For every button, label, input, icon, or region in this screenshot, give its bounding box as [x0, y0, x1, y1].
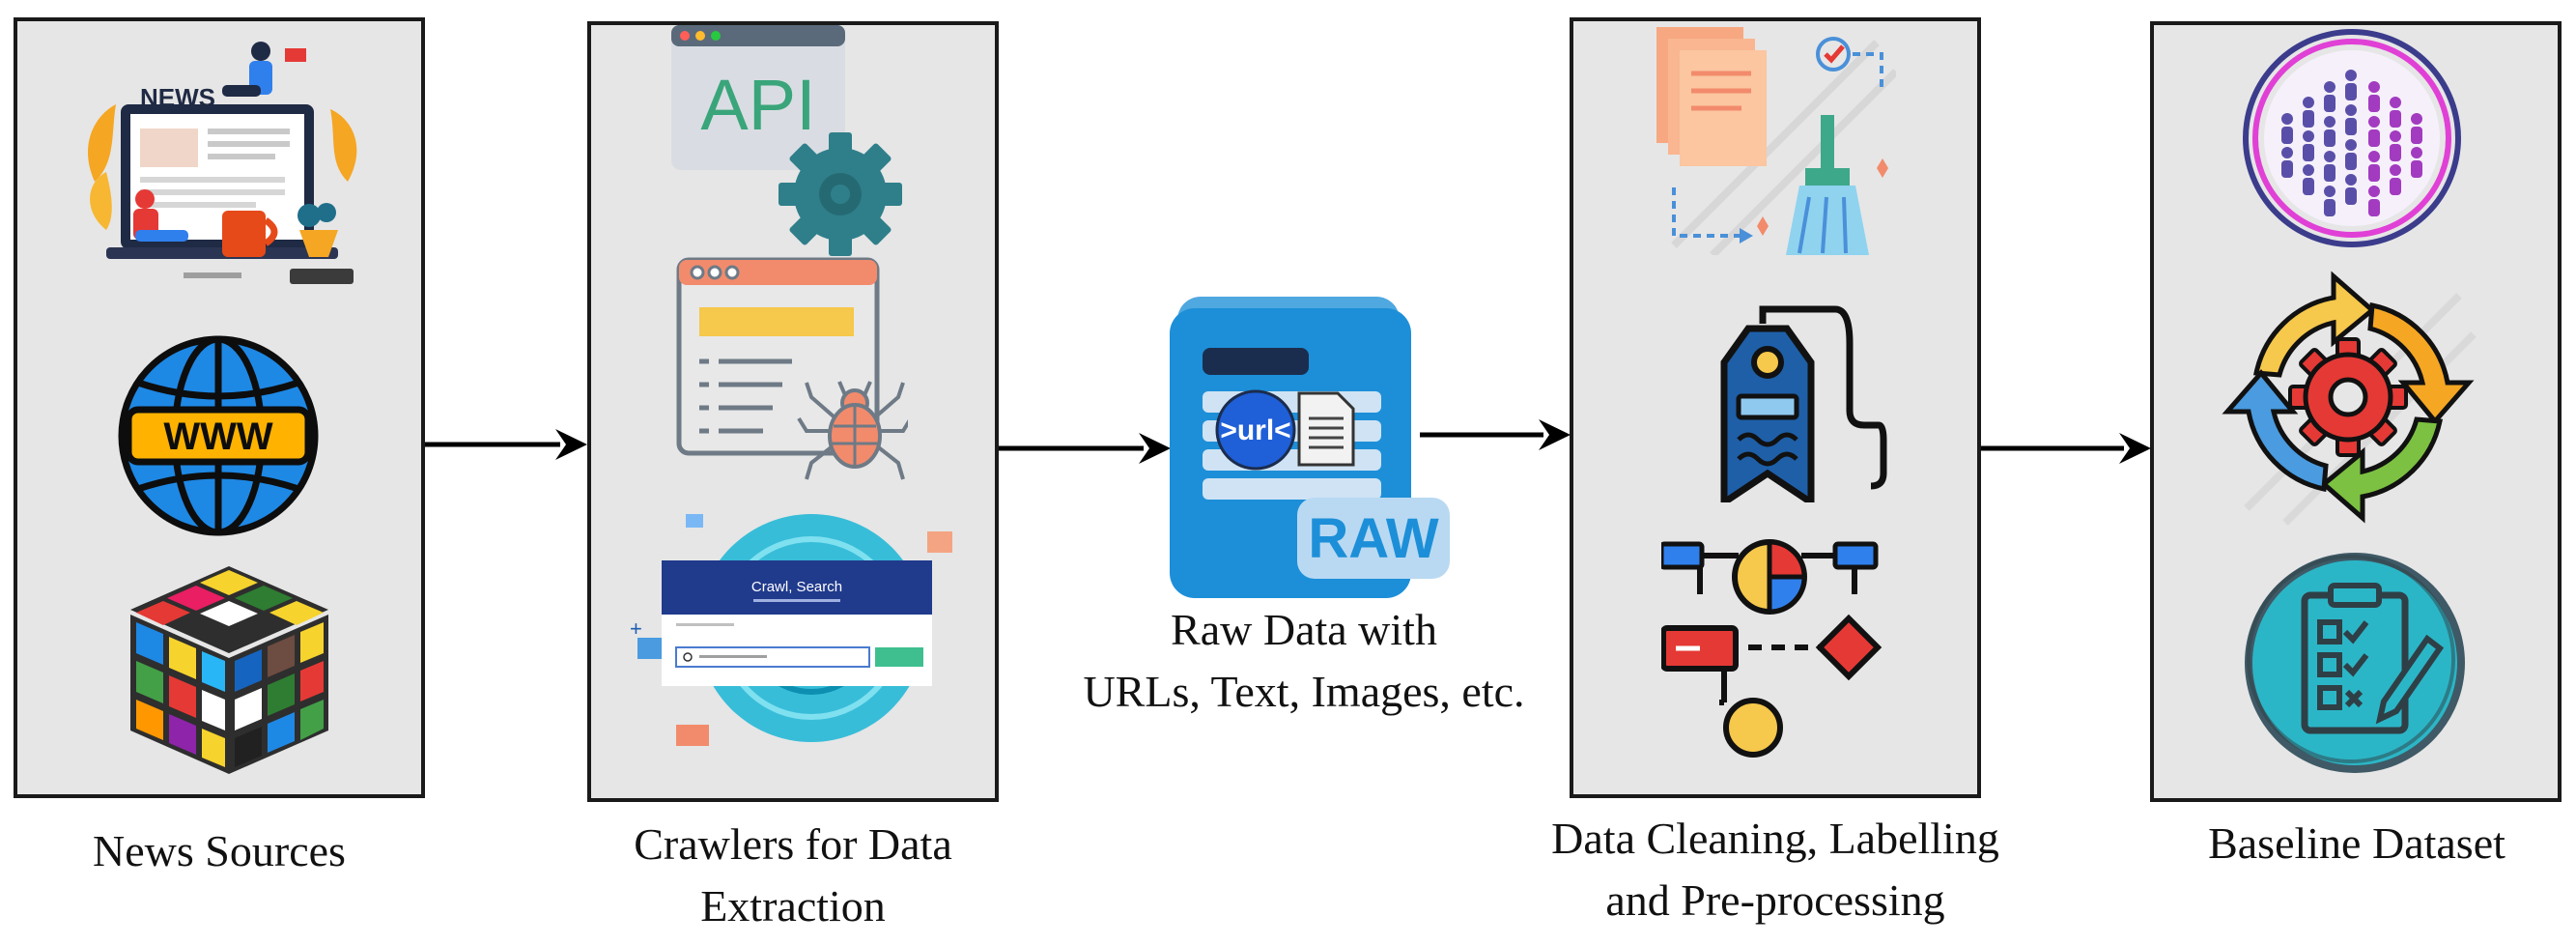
- crawl-search-screen-icon: + Crawl, Search: [630, 514, 952, 746]
- people-population-icon: [2243, 29, 2461, 247]
- stage-label-raw-data: Raw Data with URLs, Text, Images, etc.: [1043, 599, 1565, 723]
- www-text: WWW: [163, 415, 273, 458]
- stage-label-crawlers: Crawlers for Data Extraction: [541, 814, 1045, 937]
- label-line: Raw Data with: [1171, 605, 1437, 654]
- raw-data-folder-icon: >url< RAW: [1170, 297, 1450, 598]
- stage-label-data-cleaning: Data Cleaning, Labelling and Pre-process…: [1507, 808, 2044, 931]
- label-line: Extraction: [700, 881, 886, 931]
- www-globe-icon: WWW: [118, 335, 319, 536]
- web-crawler-spider-icon: [676, 257, 908, 480]
- arrow-crawlers-to-raw: [999, 433, 1171, 464]
- crawl-search-text: Crawl, Search: [751, 579, 842, 595]
- social-media-cube-icon: [130, 566, 328, 774]
- label-line: Data Cleaning, Labelling: [1551, 814, 1999, 863]
- api-gear-icon: API: [671, 25, 902, 256]
- stage-label-baseline-dataset: Baseline Dataset: [2125, 813, 2576, 874]
- document-cleaning-broom-icon: [1656, 27, 1896, 255]
- stage-label-news-sources: News Sources: [14, 820, 425, 882]
- svg-text:+: +: [630, 616, 642, 641]
- label-line: URLs, Text, Images, etc.: [1083, 667, 1525, 716]
- label-line: News Sources: [93, 826, 346, 875]
- arrow-cleaning-to-baseline: [1981, 433, 2151, 464]
- arrow-news-to-crawlers: [425, 429, 587, 460]
- checklist-icon: [2245, 553, 2465, 773]
- news-text: NEWS: [140, 83, 215, 112]
- label-line: Baseline Dataset: [2208, 818, 2505, 868]
- raw-text: RAW: [1308, 507, 1439, 570]
- label-line: Crawlers for Data: [634, 819, 952, 869]
- data-flow-pie-icon: [1661, 539, 1882, 758]
- label-tag-icon: [1720, 305, 1887, 502]
- news-illustration-icon: NEWS: [87, 42, 357, 284]
- gear-cycle-icon: [2222, 271, 2477, 526]
- api-text: API: [700, 65, 815, 145]
- label-line: and Pre-processing: [1605, 875, 1945, 925]
- arrow-raw-to-cleaning: [1420, 419, 1571, 450]
- url-text: >url<: [1220, 415, 1290, 446]
